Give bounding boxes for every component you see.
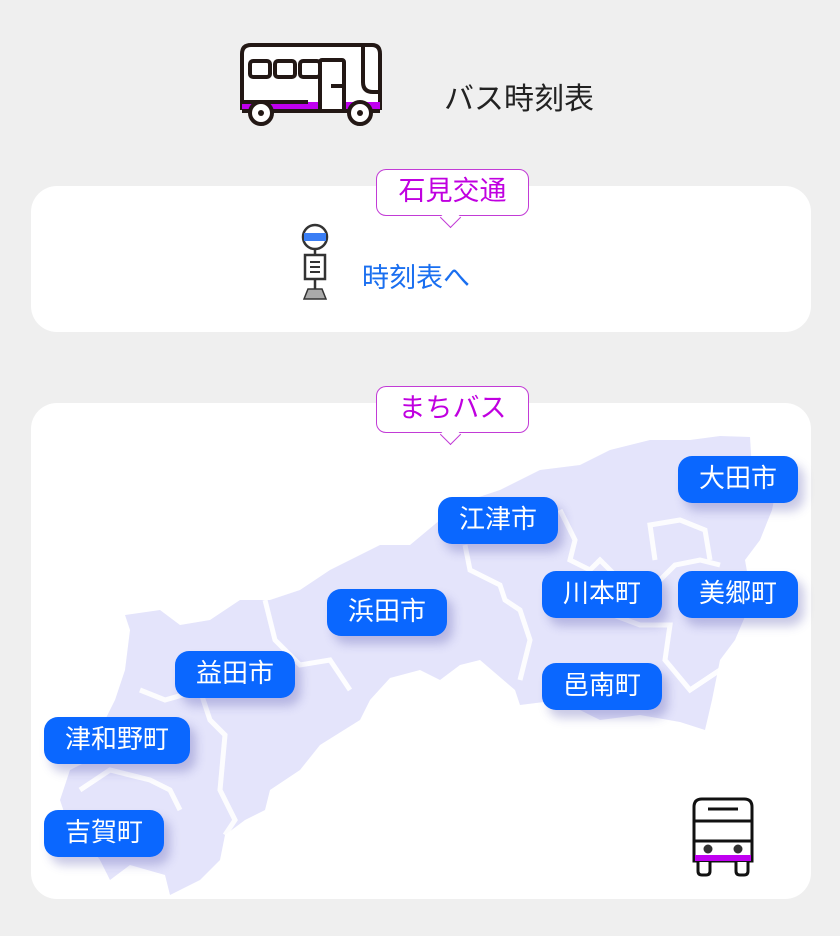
iwami-kotsu-tag: 石見交通: [376, 169, 529, 216]
page-title: バス時刻表: [444, 82, 594, 117]
bus-side-icon: [238, 42, 386, 130]
iwami-kotsu-card: 石見交通: [31, 169, 811, 332]
area-button-hamada[interactable]: 浜田市: [327, 589, 447, 636]
timetable-link[interactable]: 時刻表へ: [362, 263, 470, 294]
area-button-oda[interactable]: 大田市: [678, 456, 798, 503]
machi-bus-tag: まちバス: [376, 386, 529, 433]
bus-stop-icon: [300, 223, 330, 305]
area-button-yoshika[interactable]: 吉賀町: [44, 810, 164, 857]
area-button-onan[interactable]: 邑南町: [542, 663, 662, 710]
area-button-masuda[interactable]: 益田市: [175, 651, 295, 698]
area-button-gotsu[interactable]: 江津市: [438, 497, 558, 544]
area-button-tsuwano[interactable]: 津和野町: [44, 717, 190, 764]
area-button-misato[interactable]: 美郷町: [678, 571, 798, 618]
area-button-kawamoto[interactable]: 川本町: [542, 571, 662, 618]
bus-front-icon: [692, 797, 754, 881]
